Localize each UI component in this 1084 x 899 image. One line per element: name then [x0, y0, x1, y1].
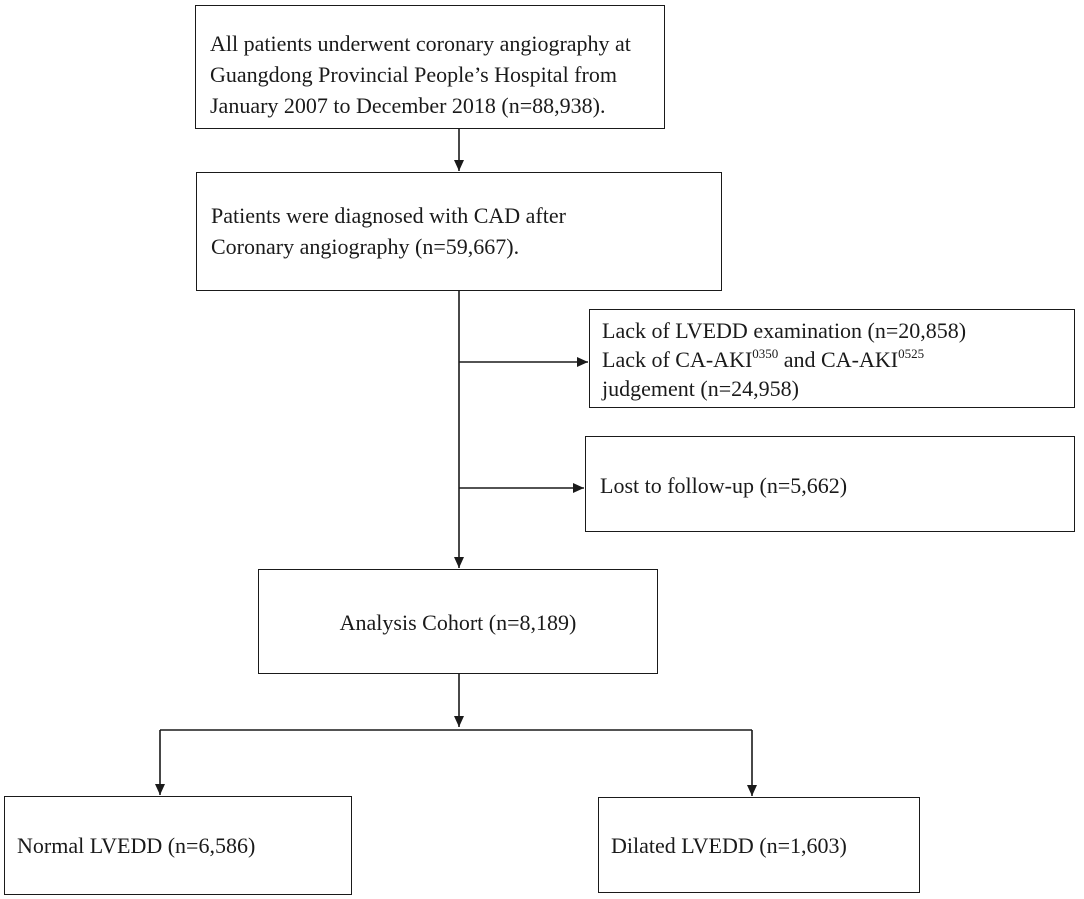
box-cad-line-2: Coronary angiography (n=59,667). — [211, 234, 520, 259]
box-cad-diagnosed: Patients were diagnosed with CAD after C… — [196, 172, 722, 291]
box-normal-lvedd: Normal LVEDD (n=6,586) — [4, 796, 352, 895]
exclusion-1-line-2-part-b: and CA-AKI — [778, 347, 899, 372]
box-exclusion-lvedd-akis: Lack of LVEDD examination (n=20,858) Lac… — [589, 309, 1075, 408]
box-exclusion-lost-follow-up: Lost to follow-up (n=5,662) — [585, 436, 1075, 532]
exclusion-2-text: Lost to follow-up (n=5,662) — [600, 473, 848, 498]
exclusion-1-line-3: judgement (n=24,958) — [602, 376, 799, 401]
box-all-patients-line-1: All patients underwent coronary angiogra… — [210, 31, 631, 56]
box-analysis-cohort: Analysis Cohort (n=8,189) — [258, 569, 658, 674]
exclusion-1-line-1: Lack of LVEDD examination (n=20,858) — [602, 318, 967, 343]
exclusion-1-line-2: Lack of CA-AKI0350 and CA-AKI0525 — [602, 345, 1074, 374]
box-cad-line-1: Patients were diagnosed with CAD after — [211, 203, 566, 228]
box-all-patients: All patients underwent coronary angiogra… — [195, 5, 665, 129]
box-dilated-lvedd: Dilated LVEDD (n=1,603) — [598, 797, 920, 893]
superscript-0350: 0350 — [752, 346, 779, 361]
normal-lvedd-text: Normal LVEDD (n=6,586) — [17, 833, 256, 858]
box-all-patients-line-2: Guangdong Provincial People’s Hospital f… — [210, 62, 617, 87]
superscript-0525: 0525 — [898, 346, 925, 361]
box-all-patients-line-3: January 2007 to December 2018 (n=88,938)… — [210, 93, 606, 118]
exclusion-1-line-2-part-a: Lack of CA-AKI — [602, 347, 753, 372]
dilated-lvedd-text: Dilated LVEDD (n=1,603) — [611, 833, 847, 858]
cohort-text: Analysis Cohort (n=8,189) — [339, 610, 577, 635]
